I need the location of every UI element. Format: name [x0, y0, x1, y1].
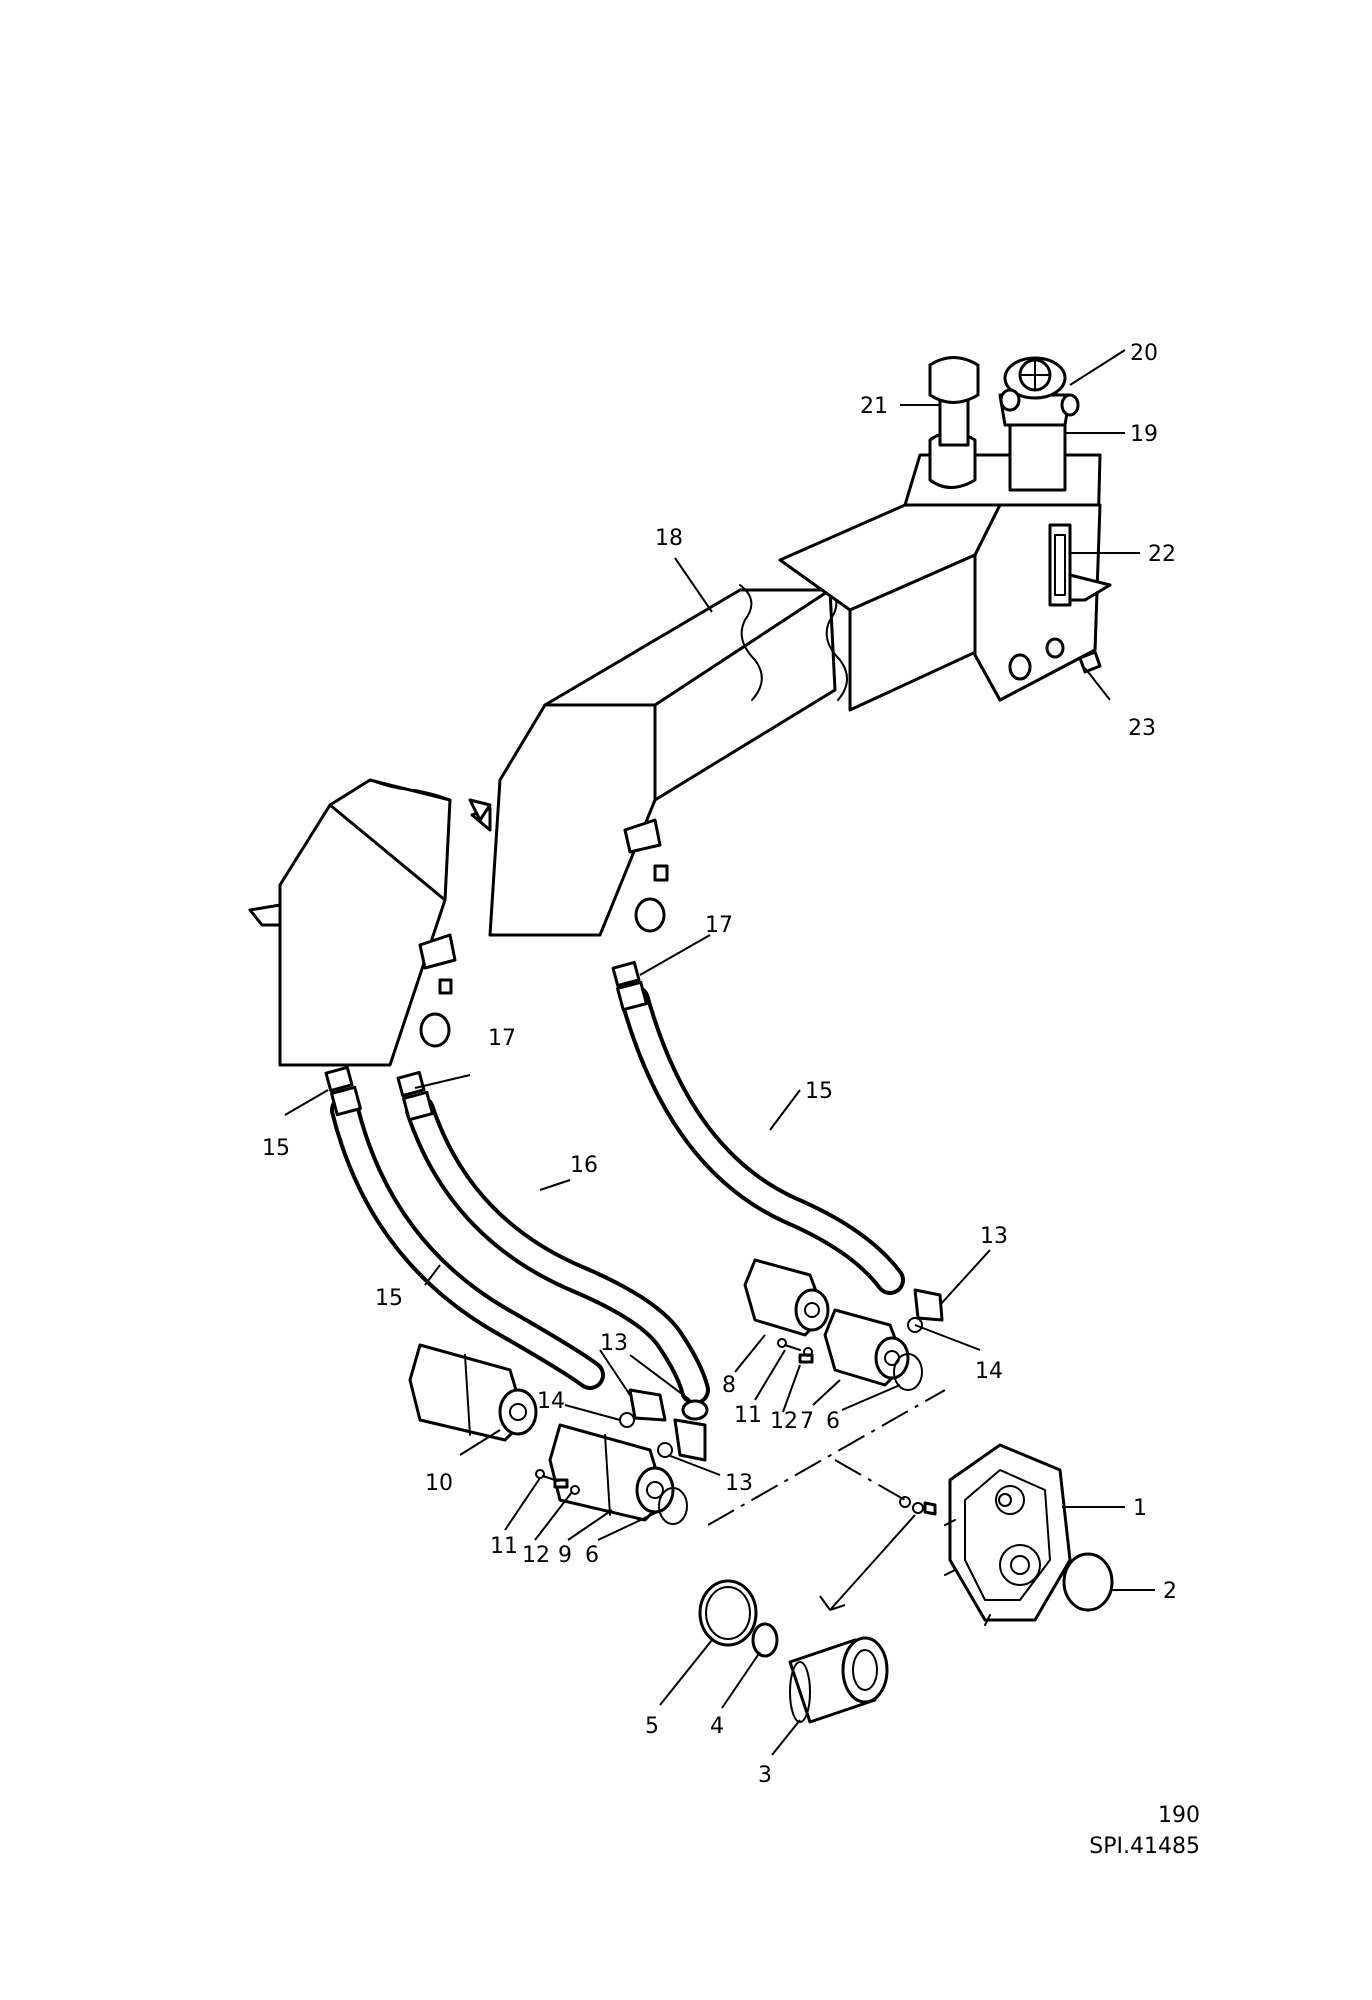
- hose-15-right: [620, 985, 905, 1295]
- callout-14a: 14: [975, 1359, 1003, 1384]
- callout-9: 9: [558, 1543, 572, 1568]
- callout-labels: 20 19 21 22 23 18 17 17 15 15 16 15 13 1…: [262, 341, 1177, 1788]
- pump-8: [743, 1258, 830, 1337]
- callout-7: 7: [800, 1409, 814, 1434]
- small-seal-2: [912, 1502, 924, 1514]
- callout-15b: 15: [805, 1079, 833, 1104]
- pump-drive-gearbox: [944, 1443, 1072, 1626]
- filler-breather: [928, 356, 980, 489]
- callout-4: 4: [710, 1714, 724, 1739]
- pump-10: [408, 1343, 538, 1442]
- hose-fittings: [324, 960, 648, 1122]
- page-number: 190: [1158, 1803, 1200, 1828]
- retaining-ring-inner: [705, 1586, 751, 1640]
- retaining-ring: [698, 1579, 758, 1647]
- callout-12b: 12: [522, 1543, 550, 1568]
- callout-17b: 17: [488, 1026, 516, 1051]
- callout-6b: 6: [585, 1543, 599, 1568]
- callout-15c: 15: [375, 1286, 403, 1311]
- callout-13a: 13: [980, 1224, 1008, 1249]
- callout-1: 1: [1133, 1496, 1147, 1521]
- callout-11b: 11: [490, 1534, 518, 1559]
- callout-17a: 17: [705, 913, 733, 938]
- bearing: [788, 1636, 889, 1724]
- callout-13b: 13: [600, 1331, 628, 1356]
- drawing-reference: SPI.41485: [1089, 1834, 1200, 1859]
- callout-13c: 13: [725, 1471, 753, 1496]
- callout-18: 18: [655, 526, 683, 551]
- secondary-tank: [248, 778, 492, 1067]
- callout-6a: 6: [826, 1409, 840, 1434]
- callout-16: 16: [570, 1153, 598, 1178]
- return-filter: [998, 356, 1080, 492]
- callout-23: 23: [1128, 716, 1156, 741]
- callout-12a: 12: [770, 1409, 798, 1434]
- circlip: [751, 1622, 779, 1658]
- callout-19: 19: [1130, 422, 1158, 447]
- small-plug: [923, 1501, 937, 1516]
- callout-14b: 14: [537, 1389, 565, 1414]
- small-seal: [899, 1496, 911, 1508]
- pump-7: [823, 1308, 910, 1387]
- assembly-centerlines: [707, 1389, 946, 1611]
- callout-15a: 15: [262, 1136, 290, 1161]
- callout-5: 5: [645, 1714, 659, 1739]
- fittings-and-seals: [553, 1288, 944, 1525]
- hose-15-left: [330, 1095, 605, 1390]
- callout-3: 3: [758, 1763, 772, 1788]
- hydraulic-tank: [470, 453, 1112, 937]
- callout-22: 22: [1148, 542, 1176, 567]
- callout-20: 20: [1130, 341, 1158, 366]
- leader-lines: [284, 349, 1155, 1756]
- cover-plate: [1062, 1552, 1114, 1612]
- pump-9: [548, 1423, 675, 1522]
- callout-21: 21: [860, 394, 888, 419]
- hose-16: [405, 1095, 710, 1405]
- callout-8: 8: [722, 1373, 736, 1398]
- callout-2: 2: [1163, 1579, 1177, 1604]
- callout-11a: 11: [734, 1403, 762, 1428]
- callout-10: 10: [425, 1471, 453, 1496]
